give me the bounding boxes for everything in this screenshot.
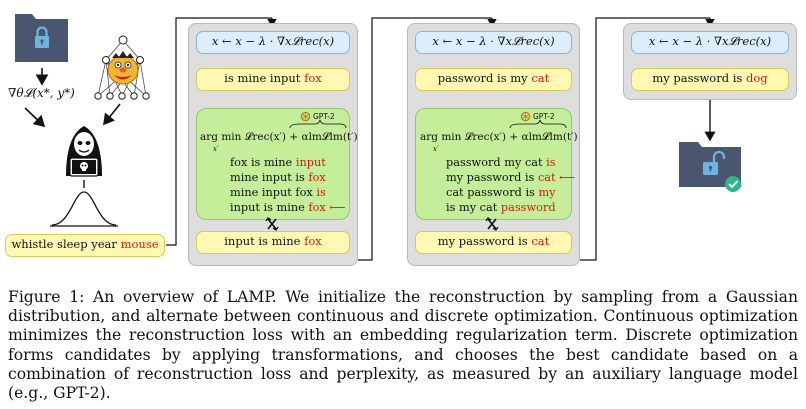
panel-2-output-text: my password is [437, 234, 532, 248]
panel-1-update-box: x ← x − λ · ∇x𝓛rec(x) [196, 31, 350, 54]
panel-2-input-red: cat [531, 71, 550, 85]
candidate-red-word: input [295, 156, 326, 169]
panel-3-input-text: my password is [652, 71, 746, 85]
panel-2-gpt-label: GPT-2 [533, 112, 555, 121]
panel-3-input-box: my password is dog [631, 68, 789, 91]
panel-1-loss-subscript: x′ [213, 145, 219, 153]
panel-3-update-box: x ← x − λ · ∇x𝓛rec(x) [631, 31, 789, 54]
panel-1-input-red: fox [304, 71, 322, 85]
panel-2-input-box: password is my cat [415, 68, 572, 91]
candidate-red-word: is [316, 186, 326, 199]
candidate-red-word: cat [537, 171, 556, 184]
sample-text: whistle sleep year [11, 237, 121, 251]
panel-2-candidate: my password is cat ⟵ [446, 171, 575, 185]
candidate-red-word: my [538, 186, 556, 199]
panel-2-input-text: password is my [437, 71, 532, 85]
candidate-text: my password is [446, 171, 538, 184]
panel-1-loss-expr: arg min 𝓛rec(x′) + αlm𝓛lm(t′) [200, 131, 358, 143]
candidate-red-word: password [500, 201, 556, 214]
panel-2-candidate: is my cat password [446, 201, 556, 215]
sample-red-word: mouse [120, 237, 159, 251]
panel-3-input-red: dog [745, 71, 768, 85]
panel-2-output-box: my password is cat [415, 231, 572, 254]
candidate-text: is my cat [446, 201, 501, 214]
panel-2-loss-subscript: x′ [433, 145, 439, 153]
panel-1-candidate: input is mine fox ⟵ [230, 201, 346, 215]
candidate-arrow: ⟵ [325, 201, 346, 214]
panel-1-output-red: fox [304, 234, 322, 248]
candidate-text: fox is mine [230, 156, 296, 169]
figure-caption: Figure 1: An overview of LAMP. We initia… [8, 288, 798, 403]
candidate-arrow: ⟵ [555, 171, 576, 184]
panel-1-candidate: mine input fox is [230, 186, 326, 200]
gradient-label: ∇θ𝓛(x*, y*) [8, 86, 75, 100]
panel-1-candidate: fox is mine input [230, 156, 326, 170]
panel-1-loss: arg min 𝓛rec(x′) + αlm𝓛lm(t′) [200, 131, 358, 144]
panel-2-output-red: cat [531, 234, 550, 248]
openai-logo-icon [520, 111, 531, 122]
candidate-text: password my cat [446, 156, 547, 169]
panel-2-loss: arg min 𝓛rec(x′) + αlm𝓛lm(t′) [420, 131, 578, 144]
panel-1-input-text: is mine input [224, 71, 305, 85]
candidate-text: mine input fox [230, 186, 317, 199]
panel-1-update-rule: x ← x − λ · ∇x𝓛rec(x) [211, 34, 335, 48]
panel-1-discrete-box [196, 108, 350, 220]
candidate-red-word: is [546, 156, 556, 169]
openai-logo-icon [300, 111, 311, 122]
panel-1-input-box: is mine input fox [196, 68, 350, 91]
panel-2-candidate: password my cat is [446, 156, 556, 170]
panel-2-update-box: x ← x − λ · ∇x𝓛rec(x) [415, 31, 572, 54]
panel-1-output-text: input is mine [224, 234, 305, 248]
panel-2-candidate: cat password is my [446, 186, 556, 200]
panel-1-candidate: mine input is fox [230, 171, 326, 185]
panel-2-loss-expr: arg min 𝓛rec(x′) + αlm𝓛lm(t′) [420, 131, 578, 143]
panel-2-update-rule: x ← x − λ · ∇x𝓛rec(x) [432, 34, 555, 48]
panel-3-update-rule: x ← x − λ · ∇x𝓛rec(x) [648, 34, 772, 48]
panel-2-gpt-badge: GPT-2 [520, 111, 555, 122]
candidate-text: mine input is [230, 171, 309, 184]
panel-1-gpt-label: GPT-2 [313, 112, 335, 121]
panel-2-discrete-box [415, 108, 572, 220]
panel-1-output-box: input is mine fox [196, 231, 350, 254]
candidate-text: input is mine [230, 201, 309, 214]
panel-1-gpt-badge: GPT-2 [300, 111, 335, 122]
candidate-text: cat password is [446, 186, 539, 199]
candidate-red-word: fox [308, 171, 326, 184]
candidate-red-word: fox [308, 201, 326, 214]
sample-box: whistle sleep year mouse [5, 234, 165, 257]
